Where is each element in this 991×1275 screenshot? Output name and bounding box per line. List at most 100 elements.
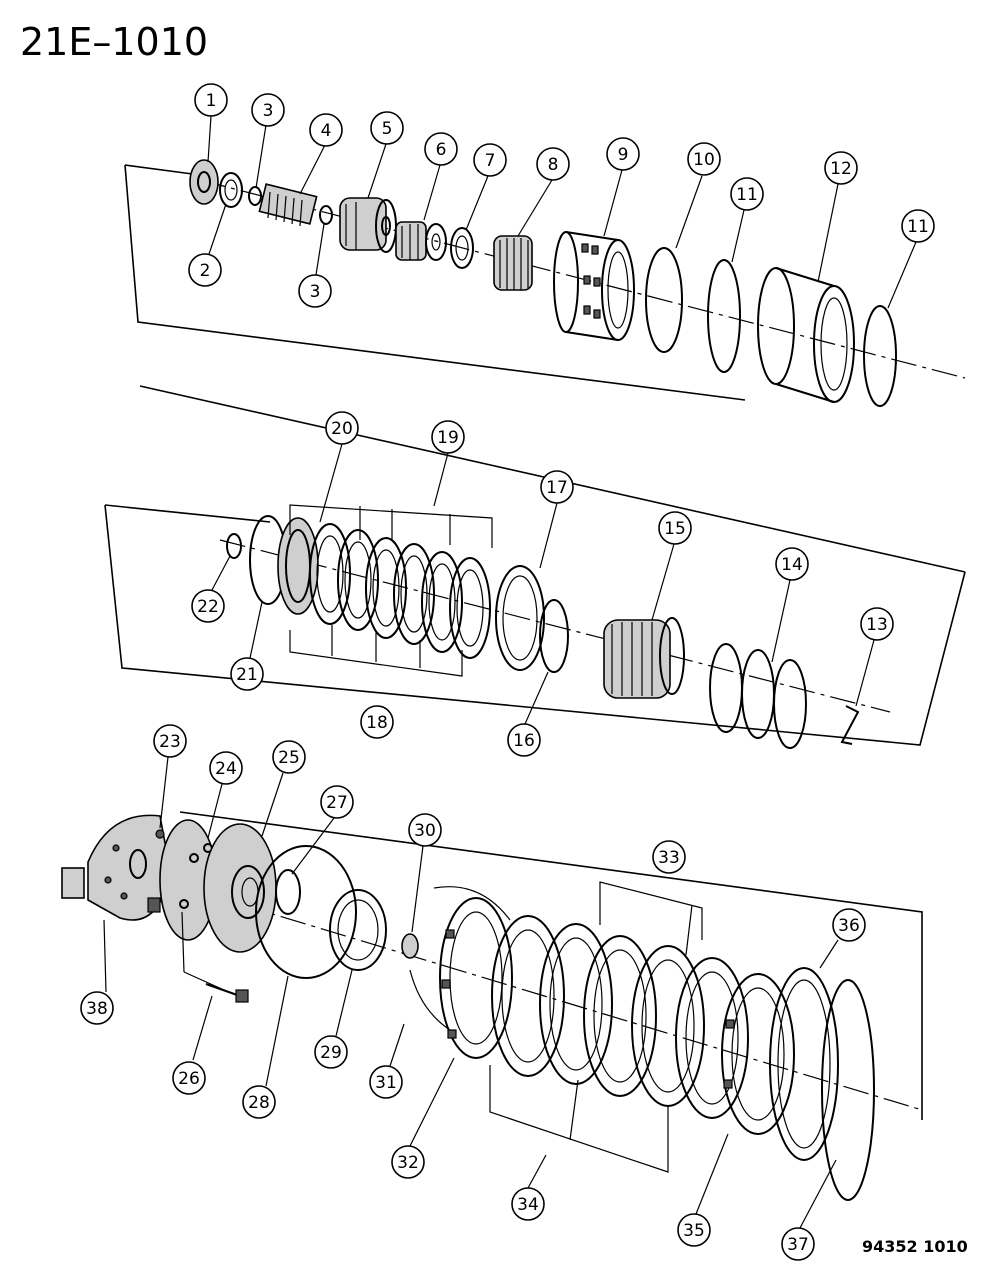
callout-35: 35 xyxy=(677,1213,711,1247)
part-3-snap-ring-a xyxy=(248,186,262,206)
part-7-thrust-washer xyxy=(450,227,474,269)
svg-text:30: 30 xyxy=(414,821,436,841)
part-17-pressure-plate xyxy=(495,565,545,671)
part-28-outer-seal xyxy=(255,845,357,979)
svg-text:33: 33 xyxy=(658,848,680,868)
part-11-snap-ring-a xyxy=(707,259,741,373)
part-1-thrust-plate xyxy=(189,159,219,205)
part-36-pressure-plate xyxy=(769,967,839,1161)
part-23-bolt xyxy=(155,829,165,839)
part-16-snap-ring xyxy=(539,599,569,673)
part-35-reaction-plate xyxy=(721,973,795,1135)
part-3-snap-ring-b xyxy=(319,205,333,225)
svg-text:21: 21 xyxy=(236,665,258,685)
svg-text:37: 37 xyxy=(787,1235,809,1255)
svg-text:11: 11 xyxy=(907,217,929,237)
callout-1: 1 xyxy=(194,83,228,117)
callout-16: 16 xyxy=(507,723,541,757)
svg-text:12: 12 xyxy=(830,159,852,179)
svg-text:6: 6 xyxy=(436,140,447,160)
svg-text:19: 19 xyxy=(437,428,459,448)
svg-text:22: 22 xyxy=(197,597,219,617)
callout-21: 21 xyxy=(230,657,264,691)
svg-text:23: 23 xyxy=(159,732,181,752)
part-5-planet-carrier xyxy=(339,197,397,253)
svg-text:11: 11 xyxy=(736,185,758,205)
part-27-piston-seal xyxy=(275,869,301,915)
callout-34: 34 xyxy=(511,1187,545,1221)
svg-text:18: 18 xyxy=(366,713,388,733)
svg-text:16: 16 xyxy=(513,731,535,751)
part-22-seal-ring xyxy=(226,533,242,559)
part-32-reaction-plate xyxy=(439,897,513,1059)
svg-text:7: 7 xyxy=(485,151,496,171)
callout-30: 30 xyxy=(408,813,442,847)
callout-7: 7 xyxy=(473,143,507,177)
callout-23: 23 xyxy=(153,724,187,758)
callout-31: 31 xyxy=(369,1065,403,1099)
part-26-bolt xyxy=(181,911,249,1003)
group-top-frame xyxy=(124,164,966,401)
callout-8: 8 xyxy=(536,147,570,181)
parts-18-19-clutch-pack xyxy=(309,523,491,659)
callout-13: 13 xyxy=(860,607,894,641)
callout-20: 20 xyxy=(325,411,359,445)
part-4-sun-gear xyxy=(258,183,318,227)
callout-36: 36 xyxy=(832,908,866,942)
svg-text:36: 36 xyxy=(838,916,860,936)
callout-29: 29 xyxy=(314,1035,348,1069)
callout-6: 6 xyxy=(424,132,458,166)
callout-11a: 11 xyxy=(730,177,764,211)
callout-25: 25 xyxy=(272,740,306,774)
svg-text:38: 38 xyxy=(86,999,108,1019)
svg-text:32: 32 xyxy=(397,1153,419,1173)
part-12-clutch-drum xyxy=(757,267,855,403)
svg-text:35: 35 xyxy=(683,1221,705,1241)
callout-33: 33 xyxy=(652,840,686,874)
part-9-clutch-hub xyxy=(553,231,635,341)
svg-text:27: 27 xyxy=(326,793,348,813)
callout-28: 28 xyxy=(242,1085,276,1119)
svg-text:28: 28 xyxy=(248,1093,270,1113)
part-25-clutch-piston xyxy=(203,823,277,953)
bracket-34 xyxy=(489,1065,669,1173)
part-15-clutch-hub xyxy=(603,617,685,699)
svg-text:9: 9 xyxy=(618,145,629,165)
part-31-snap-ring xyxy=(409,886,511,1031)
svg-text:13: 13 xyxy=(866,615,888,635)
part-14-return-springs xyxy=(709,643,807,749)
callout-3b: 3 xyxy=(298,274,332,308)
svg-text:3: 3 xyxy=(263,101,274,121)
svg-text:34: 34 xyxy=(517,1195,539,1215)
svg-text:31: 31 xyxy=(375,1073,397,1093)
svg-text:2: 2 xyxy=(200,261,211,281)
callout-3a: 3 xyxy=(251,93,285,127)
svg-text:26: 26 xyxy=(178,1069,200,1089)
callout-14: 14 xyxy=(775,547,809,581)
callout-37: 37 xyxy=(781,1227,815,1261)
callout-24: 24 xyxy=(209,751,243,785)
callout-26: 26 xyxy=(172,1061,206,1095)
part-6-annulus-gear xyxy=(395,221,447,261)
callout-19: 19 xyxy=(431,420,465,454)
callout-38: 38 xyxy=(80,991,114,1025)
svg-text:25: 25 xyxy=(278,748,300,768)
part-30-seal xyxy=(401,933,419,959)
group-middle-frame xyxy=(104,385,966,746)
callout-15: 15 xyxy=(658,511,692,545)
bracket-33 xyxy=(599,881,703,956)
svg-text:4: 4 xyxy=(321,121,332,141)
parts-33-34-clutch-discs xyxy=(491,915,749,1119)
callout-32: 32 xyxy=(391,1145,425,1179)
svg-text:5: 5 xyxy=(382,119,393,139)
svg-text:20: 20 xyxy=(331,419,353,439)
svg-text:14: 14 xyxy=(781,555,803,575)
svg-text:24: 24 xyxy=(215,759,237,779)
figure-code: 94352 1010 xyxy=(862,1237,968,1256)
svg-text:29: 29 xyxy=(320,1043,342,1063)
part-8-overrunning-clutch xyxy=(493,235,533,291)
bracket-18 xyxy=(289,625,463,677)
svg-text:1: 1 xyxy=(206,91,217,111)
part-37-snap-ring xyxy=(821,979,875,1201)
